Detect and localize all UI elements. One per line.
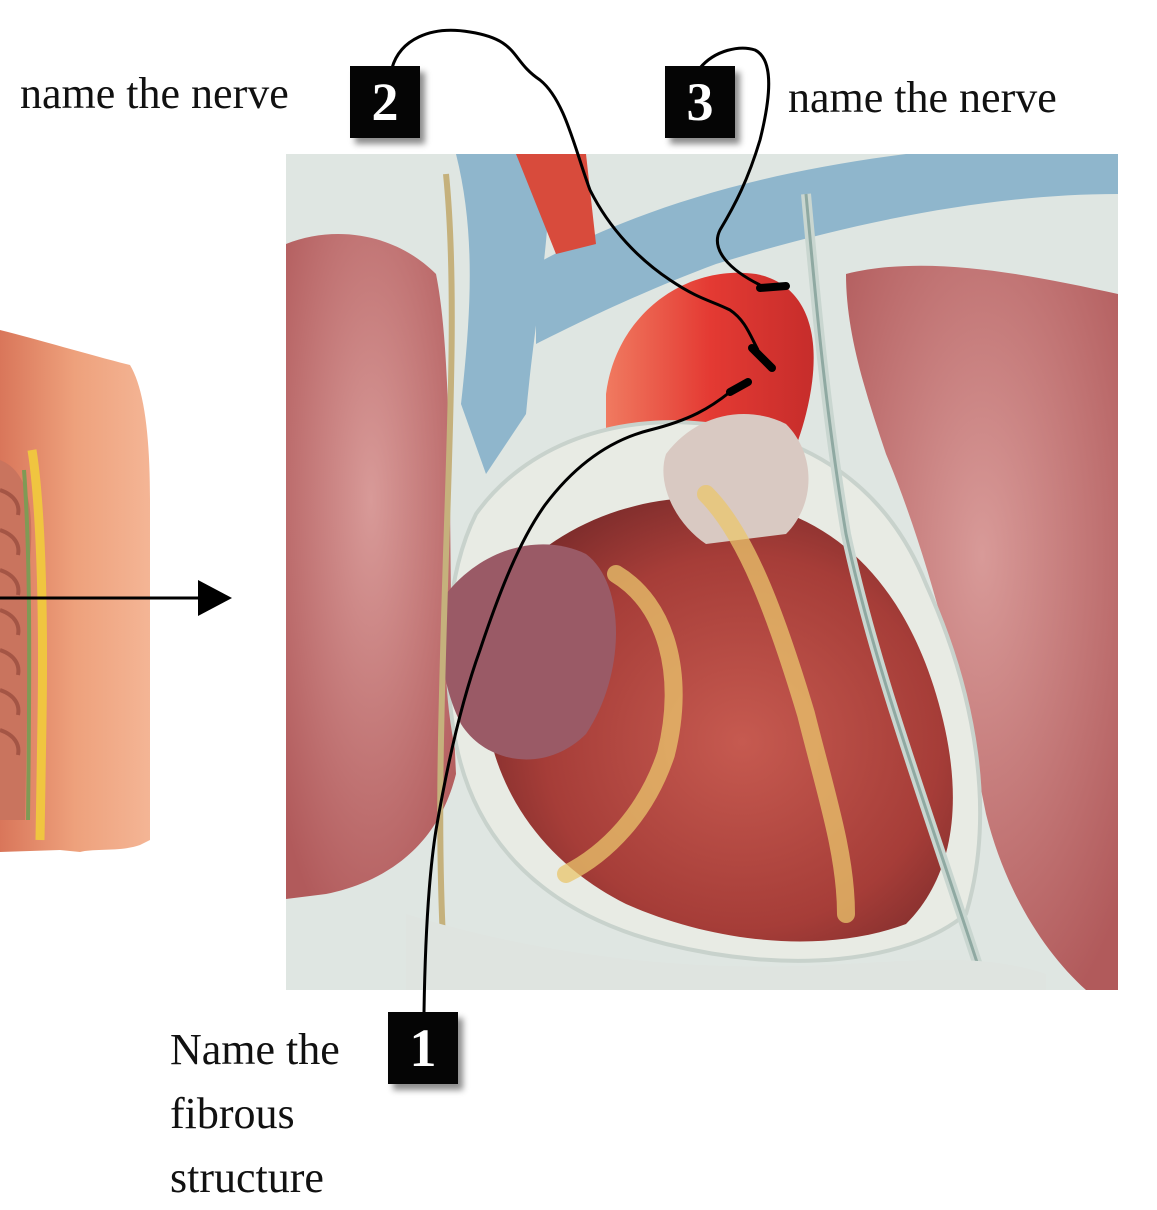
marker-3: 3 (665, 66, 735, 138)
arrow-head-icon (198, 580, 232, 616)
label-1-line-3: structure (170, 1153, 324, 1202)
rib-section (0, 460, 32, 820)
left-nerve-strand-inner (804, 193, 988, 990)
left-lung (846, 265, 1118, 990)
left-brachiocephalic-vein (536, 154, 1118, 344)
heart-illustration (286, 154, 1118, 990)
green-nerve-stripe (22, 469, 32, 821)
label-name-the-nerve-2: name the nerve (20, 69, 289, 118)
thorax-illustration-crop (0, 330, 150, 852)
marker-1: 1 (388, 1012, 458, 1084)
right-atrium (441, 544, 616, 760)
right-lung (286, 234, 456, 899)
label-name-fibrous-structure: Name the fibrous structure (170, 1018, 390, 1210)
marker-2: 2 (350, 66, 420, 138)
rib-stripes (0, 488, 21, 756)
yellow-fat-stripe (27, 449, 48, 841)
label-1-line-2: fibrous (170, 1089, 295, 1138)
label-name-the-nerve-3: name the nerve (788, 73, 1057, 122)
label-1-line-1: Name the (170, 1025, 340, 1074)
